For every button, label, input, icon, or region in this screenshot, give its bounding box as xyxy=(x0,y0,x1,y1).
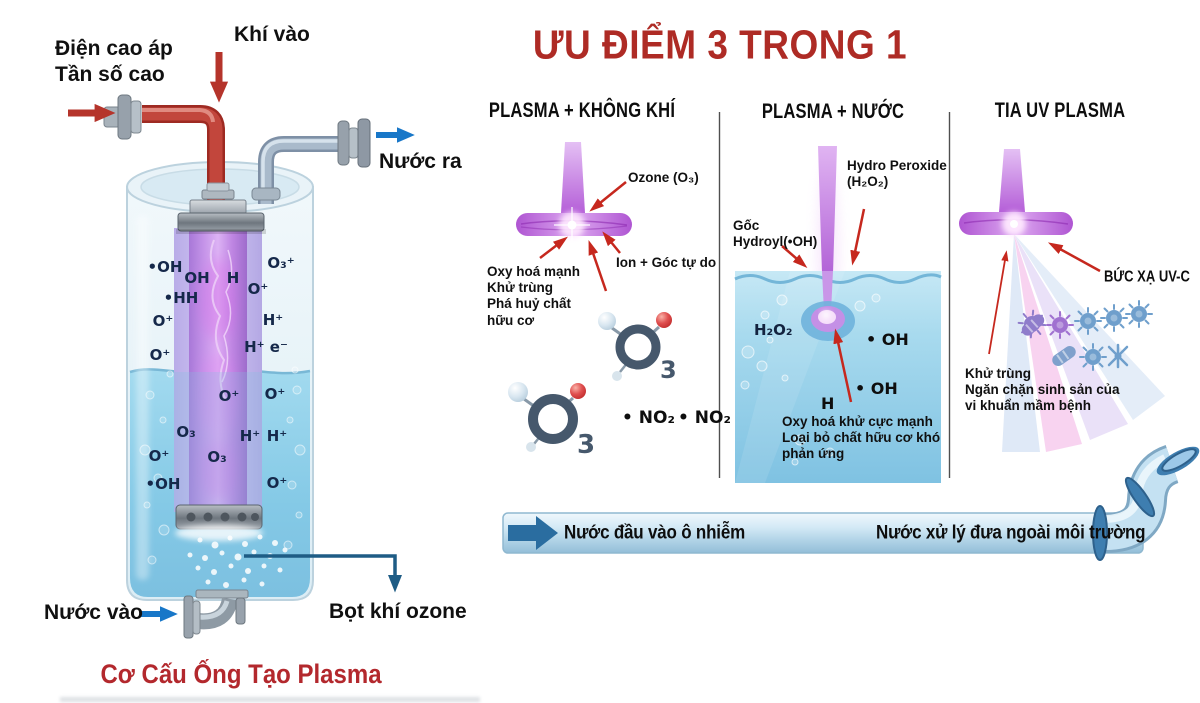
uvc-radiation-label: BỨC XẠ UV-C xyxy=(1104,267,1190,285)
pipe-outlet-label: Nước xử lý đưa ngoài môi trường xyxy=(876,521,1146,543)
species-label: •OH xyxy=(147,258,183,276)
pipe-flow-arrow xyxy=(508,516,558,550)
ozone-molecule-icon-2: 3 xyxy=(508,382,595,460)
species-label: OH xyxy=(184,269,210,287)
no2-label: • NO₂ xyxy=(622,408,675,428)
ozone-callout-label: Ozone (O₃) xyxy=(628,170,699,185)
oh-radical-label: • OH xyxy=(866,330,909,349)
ion-callout-label: Ion + Góc tự do xyxy=(616,255,717,270)
diagram-caption: Cơ Cấu Ống Tạo Plasma xyxy=(100,660,382,690)
plasma-tube xyxy=(174,228,262,512)
peroxide-callout-label: Hydro Peroxide (H₂O₂) xyxy=(847,158,947,190)
water-in-label: Nước vào xyxy=(44,601,144,624)
h2o2-label: H₂O₂ xyxy=(754,321,793,339)
species-label: •HH xyxy=(163,289,199,307)
water-inlet-valve xyxy=(183,589,249,639)
plasma-water-scene xyxy=(734,146,942,483)
ozone-bubbles-arrow xyxy=(244,554,402,593)
col1-effects-label: Oxy hoá mạnh Khử trùng Phá huỷ chất hữu … xyxy=(487,264,581,328)
gas-in-label: Khí vào xyxy=(234,23,310,46)
hydroxyl-callout-label: Gốc Hydroyl(•OH) xyxy=(733,218,818,250)
species-label: O₃ xyxy=(176,423,196,441)
col3-callout-arrows xyxy=(988,242,1101,355)
species-label: O⁺ xyxy=(266,474,288,492)
species-label: H⁺ e⁻ xyxy=(244,338,288,356)
molecule-subscript: 3 xyxy=(660,356,677,384)
species-label: O⁺ xyxy=(218,387,240,405)
column-header-uv-plasma: TIA UV PLASMA xyxy=(994,98,1126,122)
oh-radical-label: • OH xyxy=(855,379,898,398)
ozone-bubble-cloud xyxy=(175,525,288,588)
plasma-air-torch xyxy=(516,142,632,243)
species-label: O⁺ xyxy=(247,280,269,298)
col1-callout-arrows xyxy=(539,181,627,292)
ozone-bubbles-label: Bọt khí ozone xyxy=(329,600,467,623)
electrode-cap xyxy=(176,199,266,234)
species-label: O⁺ xyxy=(149,346,171,364)
gas-outlet-pipe xyxy=(251,118,371,204)
column-header-plasma-air: PLASMA + KHÔNG KHÍ xyxy=(488,98,676,122)
h-label: H xyxy=(821,394,835,413)
species-label: H⁺ xyxy=(239,427,261,445)
ozone-molecule-icon: 3 xyxy=(598,312,677,384)
diffuser-ring xyxy=(175,504,263,530)
col3-effects-label: Khử trùng Ngăn chặn sinh sản của vi khuẩ… xyxy=(965,366,1120,414)
page-title: ƯU ĐIỂM 3 TRONG 1 xyxy=(532,22,908,68)
water-out-label: Nước ra xyxy=(379,150,462,173)
pipe-inlet-label: Nước đầu vào ô nhiễm xyxy=(564,521,745,543)
species-label: O₃⁺ xyxy=(267,254,295,272)
power-label: Điện cao áp Tần số cao xyxy=(55,37,173,86)
column-header-plasma-water: PLASMA + NƯỚC xyxy=(761,99,905,123)
no2-label: • NO₂ xyxy=(678,408,731,428)
col2-bubbles xyxy=(740,293,881,466)
bottom-watermark-smudge xyxy=(60,697,480,702)
species-label: O₃ xyxy=(207,448,227,466)
species-label: O⁺ xyxy=(264,385,286,403)
col2-callout-arrows xyxy=(781,208,866,403)
species-label: H xyxy=(226,269,240,287)
treated-water-pipe xyxy=(502,445,1200,561)
species-label: O⁺ xyxy=(152,312,174,330)
col2-effects-label: Oxy hoá khử cực mạnh Loại bỏ chất hữu cơ… xyxy=(782,414,941,462)
species-label: H⁺ xyxy=(262,311,284,329)
molecule-subscript: 3 xyxy=(577,430,595,460)
species-label: H⁺ xyxy=(266,427,288,445)
species-label: •OH xyxy=(145,475,181,493)
species-label: O⁺ xyxy=(148,447,170,465)
